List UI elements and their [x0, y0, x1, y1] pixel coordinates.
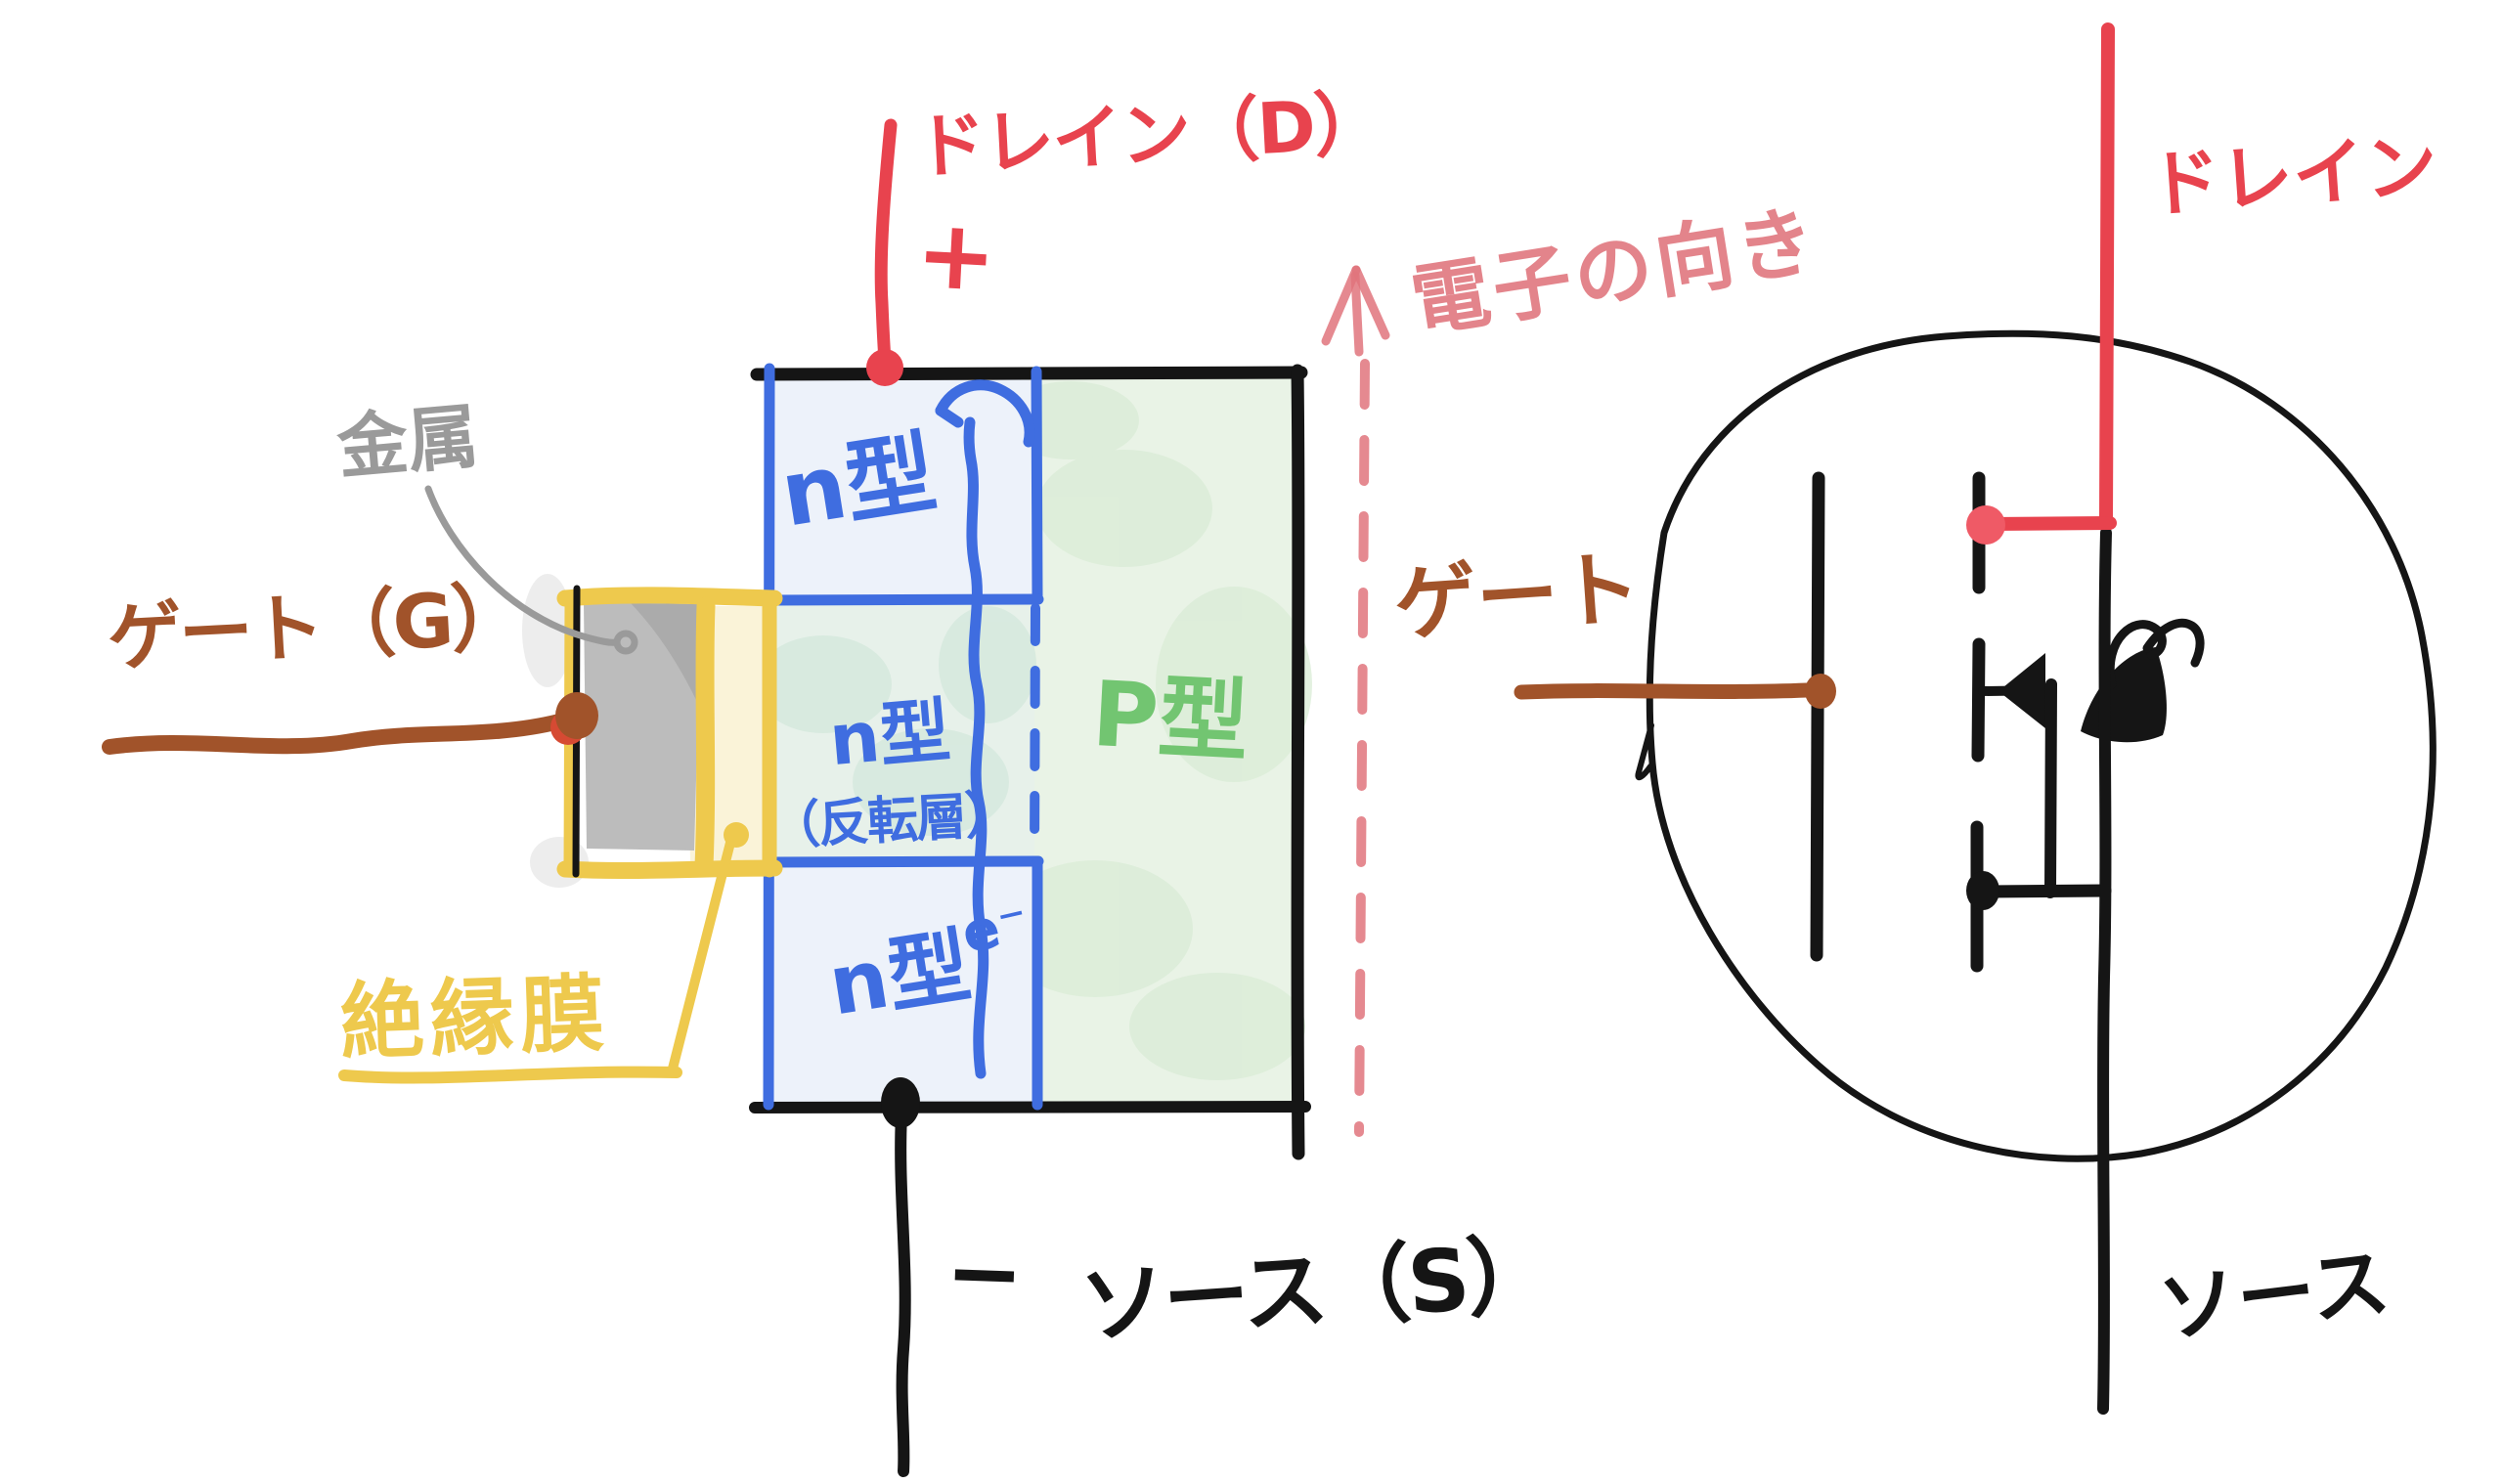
- n-region-top: [768, 377, 1034, 599]
- symbol-source-connection: [1966, 871, 2112, 910]
- metal-block: [584, 602, 701, 851]
- n-region-bottom: [768, 862, 1034, 1108]
- symbol-drain-lead: [1966, 22, 2117, 545]
- source-contact-dot: [881, 1077, 920, 1128]
- symbol-source-rail: [2097, 527, 2112, 1415]
- symbol-gate-bar: [1810, 471, 1825, 962]
- symbol-drain-dot: [1966, 505, 2005, 545]
- electron-symbol-label: e⁻: [955, 890, 1035, 967]
- source-lead: [881, 1077, 920, 1477]
- electron-path-arrow: [935, 379, 1035, 1079]
- symbol-gate-dot: [1805, 674, 1836, 709]
- insulator-pointer-line: [338, 822, 749, 1084]
- semiconductor-box-outline: [749, 364, 1311, 1160]
- symbol-gate-lead: [1514, 674, 1836, 709]
- metal-shadow: [631, 603, 701, 704]
- gate-stack: [522, 574, 783, 888]
- mosfet-cross-section-drawing: [102, 118, 1390, 1477]
- symbol-scribble-arrow: [2081, 618, 2205, 743]
- n-channel-note-label: （反転層）: [768, 785, 1016, 857]
- symbol-circle: [1646, 329, 2437, 1162]
- drain-polarity-plus: +: [913, 197, 999, 315]
- drain-lead: [866, 118, 903, 386]
- n-bottom-label: n型: [822, 917, 977, 1034]
- symbol-circle-pen-hook: [1635, 722, 1654, 781]
- n-top-label: n型: [773, 419, 944, 547]
- symbol-source-dot: [1966, 871, 1999, 910]
- inversion-layer-dashed-edge: [1030, 603, 1040, 861]
- electron-direction-dashed-line: [1354, 359, 1370, 1137]
- symbol-body-arrow: [1978, 653, 2057, 898]
- p-region-label: P型: [1089, 661, 1252, 775]
- drain-contact-dot: [866, 349, 903, 386]
- insulator-label: 絶縁膜: [338, 965, 612, 1072]
- gate-label-cross-section: ゲート（G）: [105, 572, 525, 682]
- source-polarity-minus: −: [943, 1216, 1027, 1330]
- gate-label-symbol: ゲート: [1390, 540, 1645, 653]
- metal-pointer-line: [424, 485, 638, 655]
- gate-lead: [102, 692, 598, 755]
- metal-label: 金属: [333, 394, 482, 490]
- gate-contact-dot: [555, 692, 598, 739]
- electron-direction-indicator: [1321, 265, 1390, 1137]
- channel-watercolor-blotches: [755, 606, 1036, 836]
- electron-direction-arrowhead: [1321, 265, 1390, 357]
- n-channel-label: n型: [825, 688, 954, 782]
- drain-label-symbol: ドレイン: [2145, 123, 2440, 229]
- mosfet-symbol-drawing: [1514, 22, 2437, 1415]
